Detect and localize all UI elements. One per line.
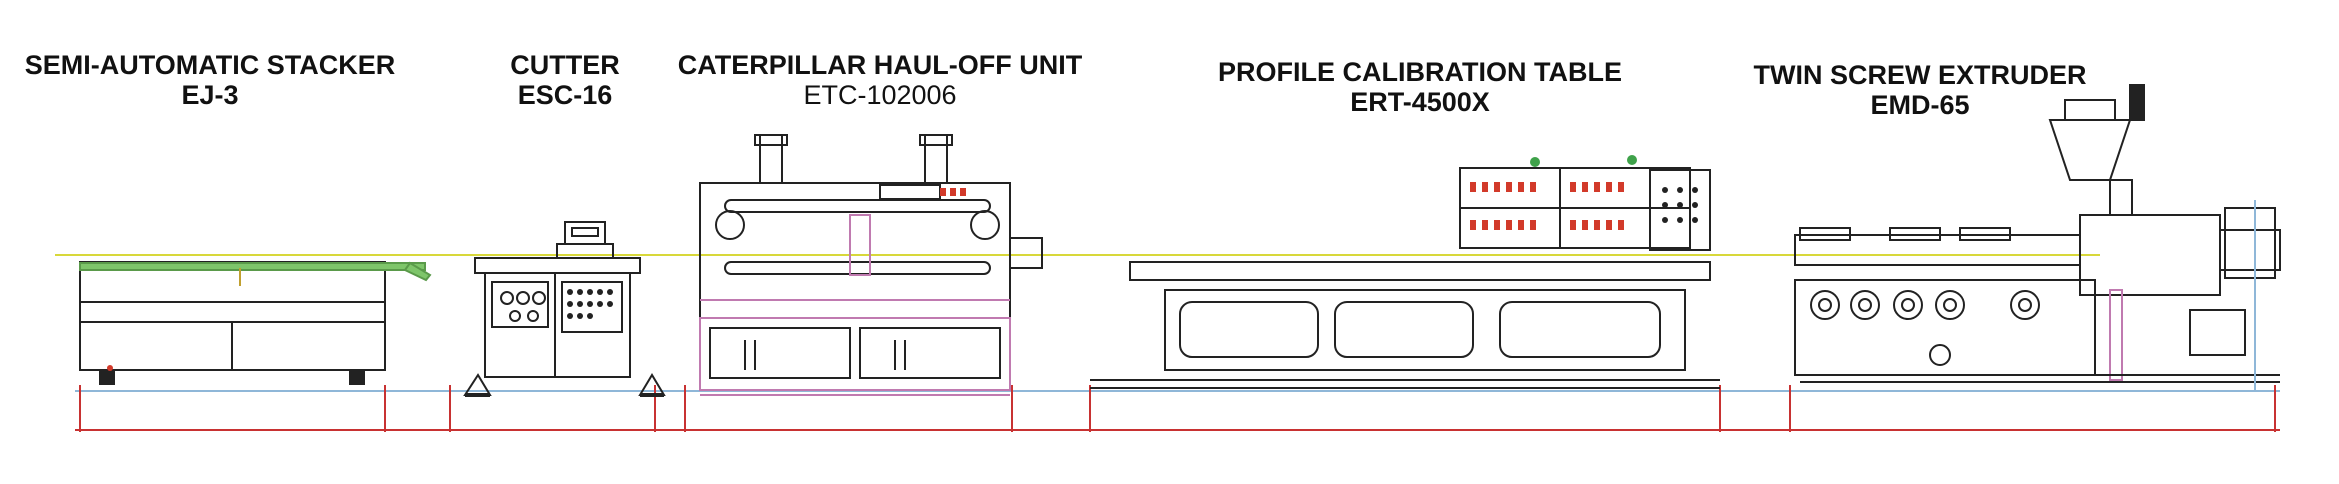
title-cutter-name: CUTTER	[510, 50, 620, 80]
title-cutter: CUTTER ESC-16	[480, 50, 650, 110]
title-stacker-model: EJ-3	[181, 80, 239, 111]
title-haul-off-name: CATERPILLAR HAUL-OFF UNIT	[677, 50, 1083, 80]
title-stacker-name: SEMI-AUTOMATIC STACKER	[24, 50, 396, 80]
title-cutter-model: ESC-16	[517, 80, 613, 111]
title-extruder-model: EMD-65	[1870, 90, 1970, 121]
title-calibration-model: ERT-4500X	[1350, 87, 1490, 118]
haul-off-machine	[699, 134, 1043, 396]
title-calibration: PROFILE CALIBRATION TABLE ERT-4500X	[1190, 57, 1650, 117]
title-haul-off: CATERPILLAR HAUL-OFF UNIT ETC-102006	[660, 50, 1100, 110]
calibration-table	[1090, 155, 1720, 389]
stacker-machine	[79, 261, 432, 385]
title-stacker: SEMI-AUTOMATIC STACKER EJ-3	[20, 50, 400, 110]
cutter-machine	[463, 221, 666, 397]
title-extruder-name: TWIN SCREW EXTRUDER	[1753, 60, 2087, 90]
title-calibration-name: PROFILE CALIBRATION TABLE	[1218, 57, 1622, 87]
title-extruder: TWIN SCREW EXTRUDER EMD-65	[1730, 60, 2110, 120]
floor-lines	[75, 385, 2280, 432]
extruder-machine	[1794, 84, 2281, 390]
title-haul-off-model: ETC-102006	[803, 80, 957, 111]
